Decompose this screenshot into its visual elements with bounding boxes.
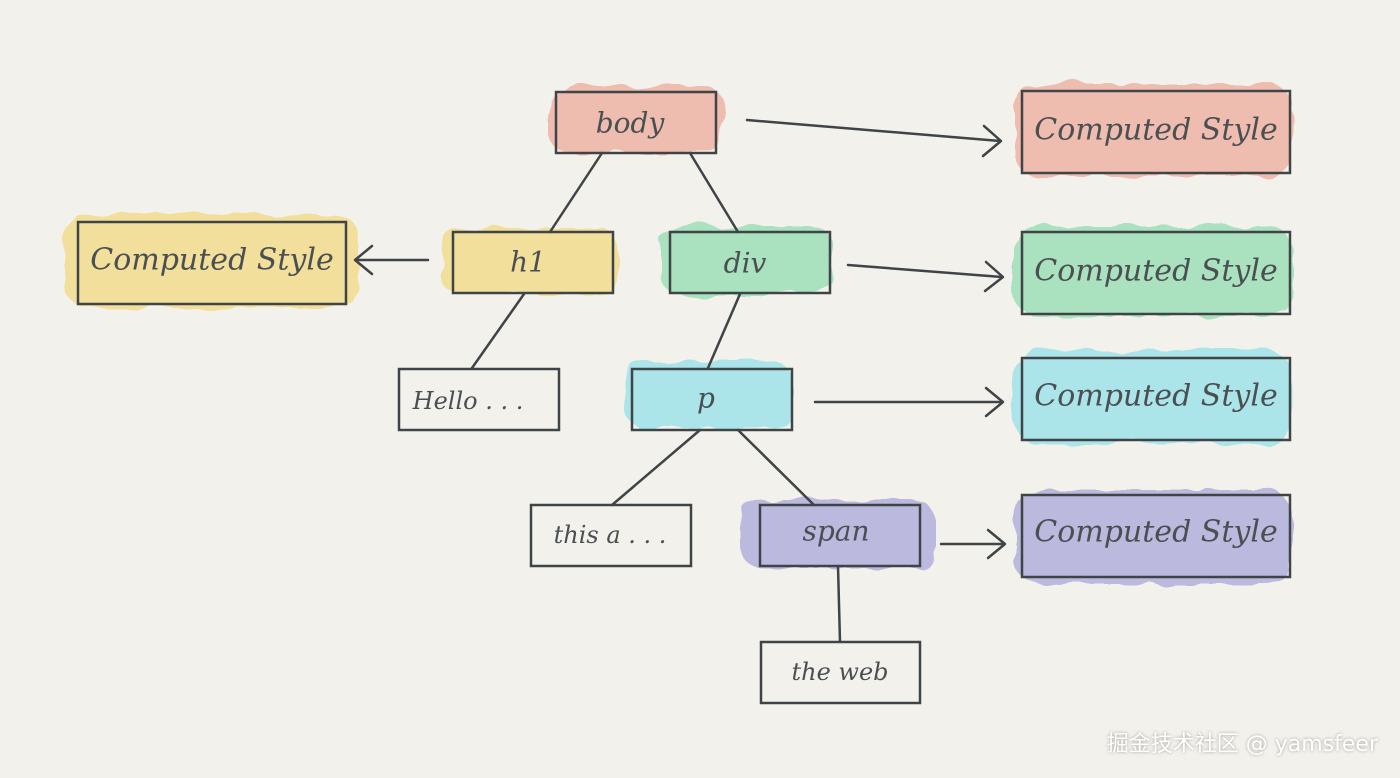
computed-style-span-label: Computed Style bbox=[1034, 515, 1277, 550]
arrow-span-head bbox=[986, 528, 1007, 560]
node-body-box bbox=[554, 90, 718, 155]
div-highlight bbox=[660, 226, 832, 294]
cs-p-highlight bbox=[1014, 350, 1292, 444]
cs-body-highlight bbox=[1014, 84, 1292, 176]
node-theweb-label: the web bbox=[791, 658, 888, 686]
node-hello-box bbox=[397, 367, 561, 432]
computed-style-body-box bbox=[1020, 89, 1292, 175]
node-thisa: this a . . . bbox=[529, 503, 693, 568]
arrow-p-head bbox=[984, 386, 1005, 418]
computed-style-h1-box bbox=[76, 220, 348, 306]
body-highlight bbox=[548, 86, 723, 152]
arrow-body bbox=[745, 118, 1002, 143]
edge-p-thisa bbox=[610, 428, 702, 507]
edge-body-h1 bbox=[548, 151, 604, 234]
node-div-box bbox=[668, 230, 832, 295]
edge-div-p bbox=[706, 292, 742, 370]
node-thisa-label: this a . . . bbox=[554, 521, 667, 549]
node-theweb: the web bbox=[759, 640, 922, 705]
computed-style-body: Computed Style bbox=[1020, 89, 1292, 175]
node-p-box bbox=[630, 367, 794, 432]
edge-span-theweb bbox=[836, 564, 842, 644]
node-div-label: div bbox=[724, 247, 767, 280]
edge-p-span bbox=[736, 428, 816, 507]
computed-style-p: Computed Style bbox=[1020, 356, 1292, 442]
node-div: div bbox=[668, 230, 832, 295]
span-highlight bbox=[740, 500, 936, 568]
node-span: span bbox=[758, 503, 922, 568]
node-hello: Hello . . . bbox=[397, 367, 561, 432]
cs-h1-highlight bbox=[64, 214, 360, 308]
node-body: body bbox=[554, 90, 718, 155]
watermark: 掘金技术社区 @ yamsfeer bbox=[1106, 732, 1378, 757]
highlight-layer bbox=[64, 84, 1292, 584]
computed-style-h1-label: Computed Style bbox=[90, 243, 333, 278]
computed-style-p-label: Computed Style bbox=[1034, 379, 1277, 414]
node-p: p bbox=[630, 367, 794, 432]
cs-span-highlight bbox=[1014, 490, 1292, 584]
node-h1-box bbox=[451, 230, 615, 295]
style-arrows bbox=[353, 118, 1007, 560]
computed-style-div: Computed Style bbox=[1020, 230, 1292, 316]
computed-style-div-label: Computed Style bbox=[1034, 254, 1277, 289]
node-p-label: p bbox=[697, 382, 715, 415]
node-body-label: body bbox=[596, 107, 666, 140]
node-span-box bbox=[758, 503, 922, 568]
arrow-div bbox=[846, 263, 1004, 279]
node-span-label: span bbox=[802, 515, 869, 548]
node-hello-label: Hello . . . bbox=[412, 387, 524, 415]
edge-h1-hello bbox=[470, 292, 526, 370]
node-h1-label: h1 bbox=[510, 246, 546, 279]
arrow-div-head bbox=[983, 260, 1005, 293]
computed-style-div-box bbox=[1020, 230, 1292, 316]
tree-edges bbox=[470, 151, 842, 644]
node-thisa-box bbox=[529, 503, 693, 568]
edge-body-div bbox=[688, 151, 740, 234]
computed-style-body-label: Computed Style bbox=[1034, 113, 1277, 148]
computed-style-p-box bbox=[1020, 356, 1292, 442]
p-highlight bbox=[624, 360, 792, 428]
arrow-body-head bbox=[981, 124, 1003, 158]
node-theweb-box bbox=[759, 640, 922, 705]
computed-style-h1: Computed Style bbox=[76, 220, 348, 306]
arrow-h1-head bbox=[353, 244, 374, 276]
cs-div-highlight bbox=[1014, 226, 1292, 316]
computed-style-span: Computed Style bbox=[1020, 493, 1292, 579]
computed-style-span-box bbox=[1020, 493, 1292, 579]
node-h1: h1 bbox=[451, 230, 615, 295]
h1-highlight bbox=[440, 228, 618, 294]
